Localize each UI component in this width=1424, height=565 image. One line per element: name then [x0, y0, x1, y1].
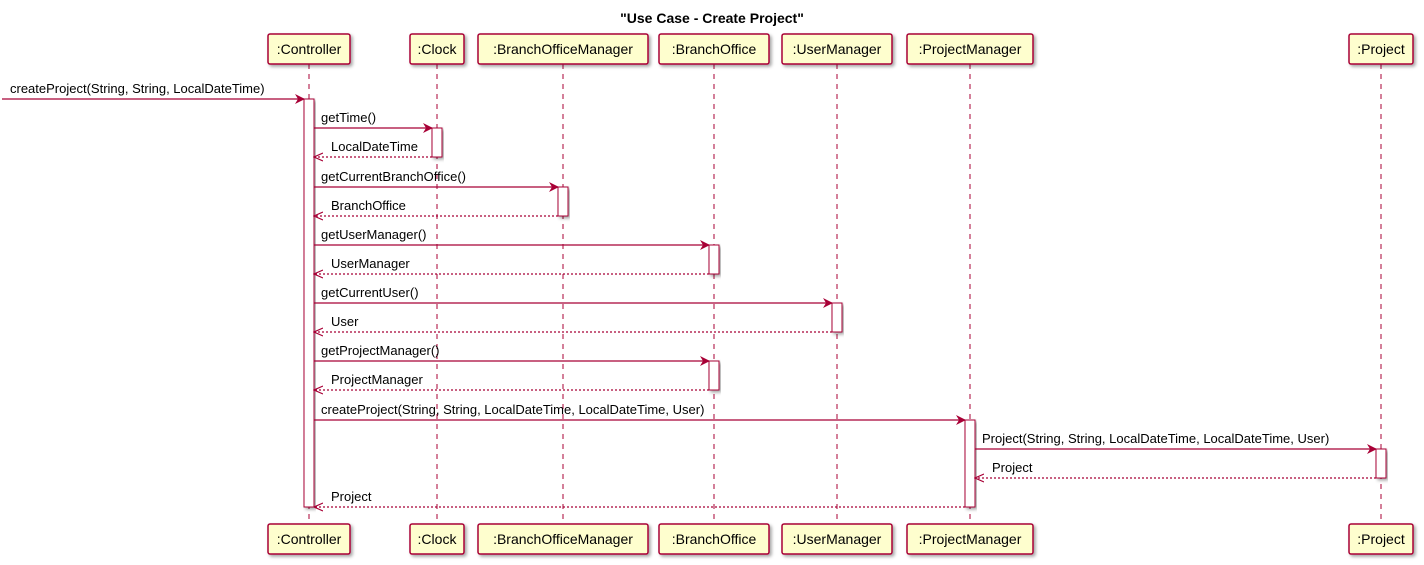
activation-branchofficemanager	[557, 186, 569, 217]
message-label: BranchOffice	[331, 198, 406, 213]
participant-branchoffice-top: :BranchOffice	[658, 33, 770, 65]
message-label: ProjectManager	[331, 372, 423, 387]
participant-label: :Controller	[277, 41, 342, 57]
message-call: createProject(String, String, LocalDateT…	[314, 402, 966, 425]
participant-box	[267, 33, 351, 65]
participant-project-top: :Project	[1348, 33, 1414, 65]
message-label: Project(String, String, LocalDateTime, L…	[982, 431, 1329, 446]
messages-layer: createProject(String, String, LocalDateT…	[2, 81, 1377, 507]
participant-controller-bottom: :Controller	[267, 523, 351, 555]
participant-clock-top: :Clock	[409, 33, 465, 65]
participant-box	[477, 523, 649, 555]
activation-branchoffice	[708, 244, 720, 275]
lifelines-layer	[308, 64, 1382, 524]
participant-label: :Clock	[418, 41, 458, 57]
message-return: LocalDateTime	[314, 139, 432, 157]
participants-top: :Controller :Clock :BranchOfficeManager :Br…	[267, 33, 1414, 65]
message-call: Project(String, String, LocalDateTime, L…	[975, 431, 1377, 454]
participant-box	[658, 523, 770, 555]
participant-label: :BranchOffice	[672, 531, 757, 547]
participant-controller-top: :Controller	[267, 33, 351, 65]
participant-projectmanager-bottom: :ProjectManager	[906, 523, 1034, 555]
activation-controller	[303, 98, 315, 508]
message-label: createProject(String, String, LocalDateT…	[10, 81, 265, 96]
participant-usermanager-bottom: :UserManager	[781, 523, 893, 555]
message-call: getTime()	[314, 110, 433, 133]
participant-label: :UserManager	[793, 41, 882, 57]
participant-projectmanager-top: :ProjectManager	[906, 33, 1034, 65]
activation-branchoffice	[708, 360, 720, 391]
message-label: Project	[331, 489, 372, 504]
message-label: LocalDateTime	[331, 139, 418, 154]
message-call: getCurrentUser()	[314, 285, 833, 308]
message-label: UserManager	[331, 256, 410, 271]
message-label: createProject(String, String, LocalDateT…	[321, 402, 704, 417]
message-label: getCurrentBranchOffice()	[321, 169, 466, 184]
message-label: getProjectManager()	[321, 343, 440, 358]
participant-label: :Project	[1357, 531, 1405, 547]
message-call: createProject(String, String, LocalDateT…	[2, 81, 305, 104]
participant-branchofficemanager-bottom: :BranchOfficeManager	[477, 523, 649, 555]
participant-box	[781, 523, 893, 555]
message-call: getCurrentBranchOffice()	[314, 169, 559, 192]
participant-clock-bottom: :Clock	[409, 523, 465, 555]
activation-usermanager	[831, 302, 843, 333]
participant-box	[267, 523, 351, 555]
message-return: Project	[975, 460, 1376, 478]
message-label: getCurrentUser()	[321, 285, 419, 300]
activation-projectmanager	[964, 419, 976, 508]
participant-box	[658, 33, 770, 65]
message-call: getProjectManager()	[314, 343, 710, 366]
participants-bottom: :Controller :Clock :BranchOfficeManager :Br…	[267, 523, 1414, 555]
message-label: Project	[992, 460, 1033, 475]
participant-box	[781, 33, 893, 65]
message-return: ProjectManager	[314, 372, 709, 390]
participant-box	[409, 33, 465, 65]
message-return: BranchOffice	[314, 198, 558, 216]
participant-usermanager-top: :UserManager	[781, 33, 893, 65]
participant-box	[1348, 33, 1414, 65]
participant-label: :ProjectManager	[919, 531, 1022, 547]
message-label: getTime()	[321, 110, 376, 125]
message-return: Project	[314, 489, 965, 507]
participant-box	[409, 523, 465, 555]
participant-label: :ProjectManager	[919, 41, 1022, 57]
participant-label: :Controller	[277, 531, 342, 547]
participant-label: :Project	[1357, 41, 1405, 57]
participant-box	[477, 33, 649, 65]
participant-label: :Clock	[418, 531, 458, 547]
participant-label: :BranchOfficeManager	[493, 41, 633, 57]
participant-box	[1348, 523, 1414, 555]
message-label: getUserManager()	[321, 227, 427, 242]
participant-box	[906, 523, 1034, 555]
message-return: User	[314, 314, 832, 332]
activation-clock	[431, 127, 443, 158]
activation-project	[1375, 448, 1387, 479]
participant-label: :UserManager	[793, 531, 882, 547]
participant-branchoffice-bottom: :BranchOffice	[658, 523, 770, 555]
message-return: UserManager	[314, 256, 709, 274]
diagram-title: "Use Case - Create Project"	[620, 10, 804, 26]
participant-branchofficemanager-top: :BranchOfficeManager	[477, 33, 649, 65]
message-call: getUserManager()	[314, 227, 710, 250]
participant-label: :BranchOffice	[672, 41, 757, 57]
message-label: User	[331, 314, 359, 329]
participant-project-bottom: :Project	[1348, 523, 1414, 555]
participant-label: :BranchOfficeManager	[493, 531, 633, 547]
participant-box	[906, 33, 1034, 65]
